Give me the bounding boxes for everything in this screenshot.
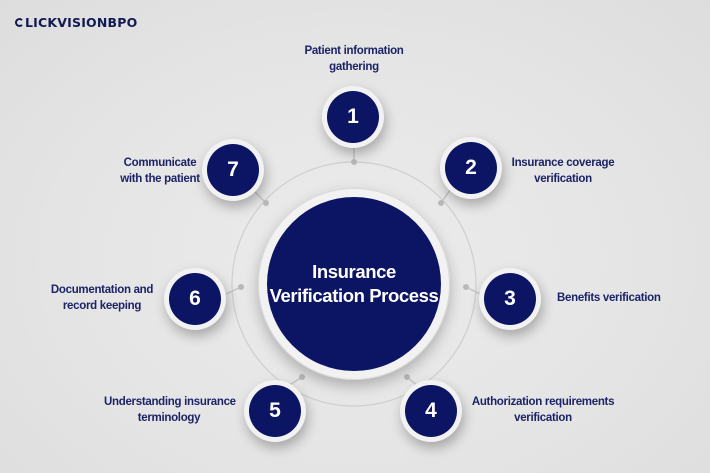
step-3-label: Benefits verification (557, 292, 661, 304)
step-number: 6 (169, 273, 221, 325)
step-number: 2 (445, 142, 497, 194)
step-number: 7 (207, 144, 259, 196)
step-1-node: 1 (322, 86, 384, 148)
step-7-node: 7 (202, 139, 264, 201)
step-number: 1 (327, 91, 379, 143)
logo-c-icon (15, 18, 24, 27)
hub-title-line2: Verification Process (269, 285, 439, 306)
hub-title-line1: Insurance (312, 261, 396, 282)
step-number: 4 (405, 385, 457, 437)
step-number: 5 (249, 385, 301, 437)
step-4-node: 4 (400, 380, 462, 442)
step-3-node: 3 (479, 268, 541, 330)
brand-logo: LICKVISIONBPO (15, 15, 137, 30)
step-6-node: 6 (164, 268, 226, 330)
step-2-node: 2 (440, 137, 502, 199)
step-5-node: 5 (244, 380, 306, 442)
step-number: 3 (484, 273, 536, 325)
logo-text: LICKVISIONBPO (25, 15, 138, 30)
